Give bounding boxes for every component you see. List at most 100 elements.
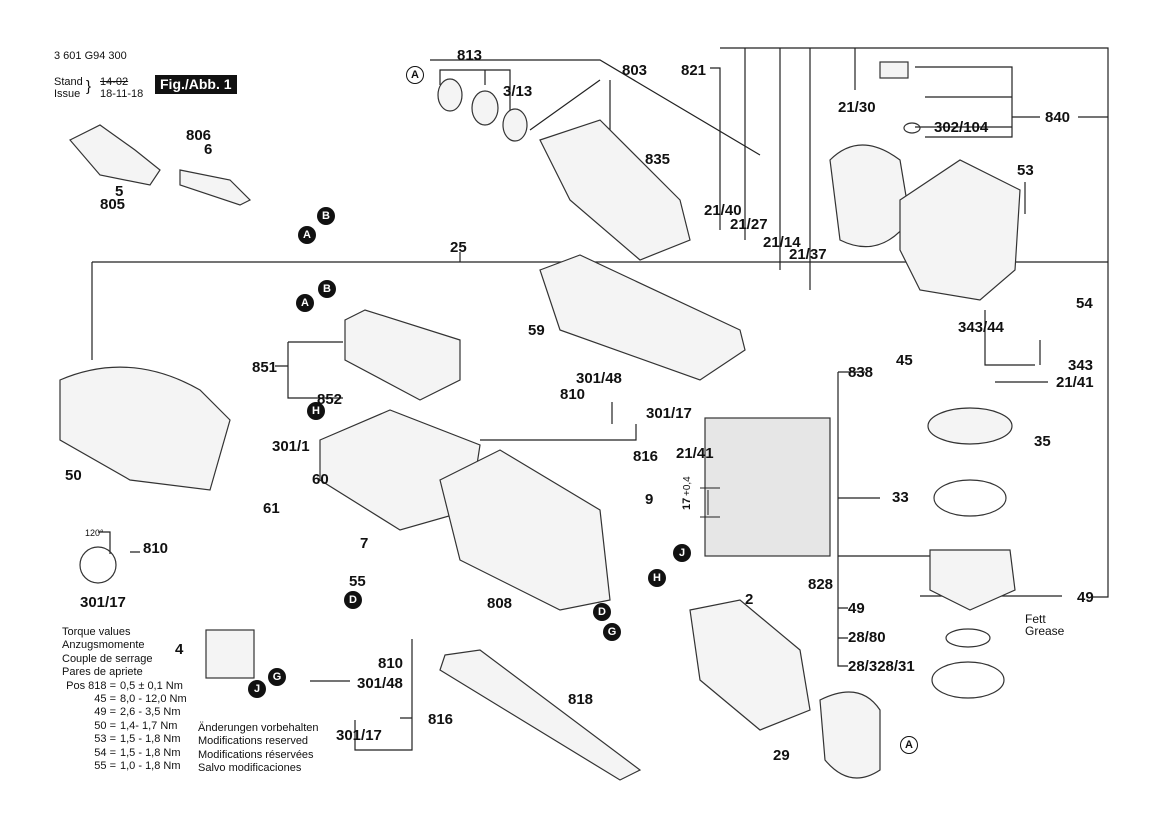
part-lever	[439, 649, 642, 781]
torque-row: 53 =1,5 - 1,8 Nm	[94, 733, 181, 746]
grease-note-grease: Grease	[1025, 624, 1065, 638]
torque-row: 50 =1,4- 1,7 Nm	[94, 719, 178, 732]
connector-a-open-bearing: A	[406, 66, 424, 84]
label-49-left: 49	[848, 600, 865, 617]
torque-row: 49 =2,6 - 3,5 Nm	[94, 706, 181, 719]
label-29: 29	[773, 747, 790, 764]
label-810-spring: 810	[143, 540, 169, 557]
connector-d-coil: D	[593, 603, 611, 621]
label-813: 813	[457, 47, 483, 64]
label-302-104: 302/104	[934, 119, 989, 136]
grease-note-fett: Fett	[1025, 612, 1046, 626]
part-section-view	[704, 417, 831, 557]
leader-851	[275, 341, 343, 399]
label-821: 821	[681, 62, 707, 79]
label-810-lower: 810	[378, 655, 404, 672]
connector-a-switch: A	[296, 294, 314, 312]
label-33: 33	[892, 489, 909, 506]
part-spring	[79, 546, 117, 584]
label-21-41-section: 21/41	[676, 445, 714, 462]
label-45: 45	[896, 352, 913, 369]
modifications-de: Änderungen vorbehalten	[198, 722, 319, 734]
part-armature	[539, 119, 691, 261]
label-21-37: 21/37	[789, 246, 827, 263]
label-852: 852	[317, 391, 343, 408]
label-25: 25	[450, 239, 467, 256]
label-2: 2	[745, 591, 754, 608]
label-835: 835	[645, 151, 671, 168]
part-front-cover	[819, 691, 881, 779]
label-851: 851	[252, 359, 278, 376]
torque-row: 45 =8,0 - 12,0 Nm	[94, 693, 187, 706]
label-9: 9	[645, 491, 654, 508]
part-motor-housing	[439, 449, 611, 611]
figure-label: Fig./Abb. 1	[155, 75, 237, 94]
part-o-ring-33	[933, 479, 1007, 517]
part-o-ring	[903, 122, 921, 134]
label-806: 806	[186, 127, 212, 144]
brace: }	[86, 78, 92, 95]
doc-number: 3 601 G94 300	[54, 50, 127, 62]
part-bearing-c	[502, 108, 528, 142]
label-828: 828	[808, 576, 834, 593]
label-301-1: 301/1	[272, 438, 310, 455]
leader-821-bus	[710, 47, 1109, 598]
connector-a-cable: A	[298, 226, 316, 244]
label-21-27: 21/27	[730, 216, 768, 233]
leader-816-upper	[480, 402, 637, 441]
connector-b-switch: B	[318, 280, 336, 298]
modifications-note: Änderungen vorbehalten Modifications res…	[198, 722, 318, 776]
label-21-30: 21/30	[838, 99, 876, 116]
connector-g-coil: G	[603, 623, 621, 641]
part-bevel-gear	[927, 407, 1013, 445]
label-54: 54	[1076, 295, 1093, 312]
label-803: 803	[622, 62, 648, 79]
label-7: 7	[360, 535, 369, 552]
torque-row: 54 =1,5 - 1,8 Nm	[94, 746, 181, 759]
part-plug	[69, 124, 161, 186]
torque-values-table: Torque values Anzugsmomente Couple de se…	[62, 626, 187, 773]
part-brush-plate	[205, 629, 255, 679]
leader-816-lower	[354, 639, 413, 751]
torque-title-es: Pares de apriete	[62, 666, 143, 679]
label-59: 59	[528, 322, 545, 339]
connector-j-plate: J	[248, 680, 266, 698]
stand-label: Stand	[54, 76, 83, 88]
connector-b-cable: B	[317, 207, 335, 225]
connector-h-holder: H	[307, 402, 325, 420]
label-840: 840	[1045, 109, 1071, 126]
leader-840	[915, 66, 1108, 138]
connector-j-coil: J	[673, 544, 691, 562]
part-switch	[344, 309, 461, 401]
issue-value: 18-11-18	[100, 88, 144, 100]
label-816-lower: 816	[428, 711, 454, 728]
leader-813	[430, 59, 761, 156]
torque-title-de: Anzugsmomente	[62, 639, 145, 652]
part-air-guide	[829, 144, 911, 248]
modifications-es: Salvo modificaciones	[198, 762, 302, 775]
label-343: 343	[1068, 357, 1094, 374]
label-301-17-upper: 301/17	[646, 405, 692, 422]
leader-lines	[91, 47, 1109, 751]
leader-813-bracket	[439, 69, 511, 125]
label-60: 60	[312, 471, 329, 488]
part-washer	[945, 628, 991, 648]
connector-g-plate: G	[268, 668, 286, 686]
torque-title-fr: Couple de serrage	[62, 652, 153, 665]
label-301-17-spring: 301/17	[80, 594, 126, 611]
part-bearing-b	[471, 90, 499, 126]
label-17: 17	[681, 497, 693, 510]
modifications-en: Modifications reserved	[198, 735, 309, 748]
label-301-17-lower: 301/17	[336, 727, 382, 744]
label-21-40: 21/40	[704, 202, 742, 219]
part-field-coil	[689, 599, 811, 731]
connector-h-coil: H	[648, 569, 666, 587]
part-o-ring-28	[931, 661, 1005, 699]
part-bearing-flange	[929, 549, 1016, 611]
part-outlines	[59, 61, 1021, 781]
leader-810-spring	[98, 531, 140, 554]
label-838: 838	[848, 364, 874, 381]
label-21-14: 21/14	[763, 234, 801, 251]
label-810-upper: 810	[560, 386, 586, 403]
